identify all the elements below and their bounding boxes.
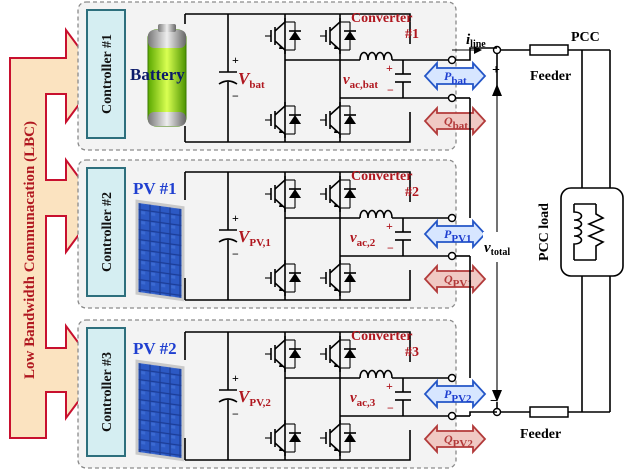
feeder-bottom-label: Feeder [520, 427, 561, 442]
terminal-1-b [447, 93, 457, 103]
pv-label-1: PV #1 [133, 179, 177, 198]
converter-1-number: #1 [405, 27, 419, 42]
feeder-bottom-impedance [529, 406, 569, 418]
igbt-2-1-upper [265, 176, 301, 212]
terminal-3-a [447, 373, 457, 383]
vdc-label-3: VPV,2 [238, 387, 271, 409]
igbt-2-1-lower [265, 260, 301, 296]
pcc-load-inductor [573, 204, 583, 260]
feeder-top: Feeder [497, 44, 610, 84]
vac-plus-2: + [386, 219, 393, 233]
controller-3-box [86, 327, 126, 457]
lbc-label: Low Bandwidth Communacation (LBC) [22, 121, 38, 379]
p-arrow-1: Pbat [423, 60, 487, 92]
q-arrow-3: QPV2 [423, 423, 487, 455]
terminal-3-b [447, 411, 457, 421]
battery-label: Battery [130, 65, 185, 84]
converter-2-number: #2 [405, 185, 419, 200]
controller-1-box [86, 9, 126, 139]
vac-minus-2: − [387, 241, 394, 255]
vtotal-label: vtotal [484, 240, 510, 258]
igbt-1-1-upper [265, 18, 301, 54]
pcc-load-box [560, 187, 624, 277]
vtotal-arrow-head-top [492, 84, 502, 96]
q-label-2: QPV1 [444, 272, 473, 290]
pv-label-2: PV #2 [133, 339, 177, 358]
pv-panel-icon-2 [135, 359, 185, 462]
bus-plus: + [492, 63, 500, 78]
vtotal-arrow-head-bottom [492, 390, 502, 402]
pcc-label: PCC [571, 30, 600, 45]
filter-inductor-3 [359, 369, 393, 379]
filter-inductor-1 [359, 51, 393, 61]
igbt-1-2-upper [320, 18, 356, 54]
p-label-2: PPV1 [444, 227, 472, 245]
bus-minus: − [490, 394, 498, 409]
controller-1-label: Controller #1 [100, 34, 115, 114]
converter-unit-2: Controller #2PV #1+−VPV,1+−vac,2Converte… [77, 159, 487, 309]
p-arrow-1-shape [423, 60, 487, 92]
converter-1-title: Converter [351, 11, 412, 26]
dc-cap-1-plus: + [232, 53, 239, 67]
q-label-3: QPV2 [444, 432, 473, 450]
vdc-label-2: VPV,1 [238, 227, 271, 249]
dc-cap-1-minus: − [232, 89, 239, 103]
vac-label-2: vac,2 [350, 230, 376, 249]
iline-label: iline [466, 32, 486, 50]
feeder-top-label: Feeder [530, 69, 571, 84]
controller-2-box [86, 167, 126, 297]
pcc-load-resistor [586, 204, 606, 260]
battery-icon [147, 24, 187, 127]
terminal-1-a [447, 55, 457, 65]
q-label-1: Qbat [444, 114, 468, 132]
igbt-3-1-lower [265, 420, 301, 456]
p-label-3: PPV2 [444, 387, 472, 405]
pv-panel-icon-1 [135, 199, 185, 302]
igbt-1-2-lower [320, 102, 356, 138]
output-bus: vtotal + − [483, 50, 513, 412]
converter-2-title: Converter [351, 169, 412, 184]
igbt-3-1-upper [265, 336, 301, 372]
converter-3-title: Converter [351, 329, 412, 344]
p-label-1: Pbat [444, 69, 467, 87]
igbt-2-2-upper [320, 176, 356, 212]
vac-plus-1: + [386, 61, 393, 75]
vac-label-1: vac,bat [343, 72, 378, 91]
feeder-bottom: Feeder [497, 406, 610, 442]
filter-inductor-2 [359, 209, 393, 219]
converter-3-number: #3 [405, 345, 419, 360]
p-arrow-3: PPV2 [423, 378, 487, 410]
igbt-2-2-lower [320, 260, 356, 296]
controller-3-label: Controller #3 [100, 352, 115, 432]
dc-cap-3-plus: + [232, 371, 239, 385]
igbt-1-1-lower [265, 102, 301, 138]
vac-minus-1: − [387, 83, 394, 97]
dc-cap-2-plus: + [232, 211, 239, 225]
vac-plus-3: + [386, 379, 393, 393]
pcc-load-label: PCC load [537, 203, 552, 261]
controller-2-label: Controller #2 [100, 192, 115, 272]
terminal-2-b [447, 251, 457, 261]
vac-label-3: vac,3 [350, 390, 376, 409]
dc-cap-3-minus: − [232, 407, 239, 421]
p-arrow-3-shape [423, 378, 487, 410]
converter-unit-3: Controller #3PV #2+−VPV,2+−vac,3Converte… [77, 319, 487, 469]
q-arrow-3-shape [423, 423, 487, 455]
terminal-2-a [447, 213, 457, 223]
igbt-3-2-lower [320, 420, 356, 456]
vac-minus-3: − [387, 401, 394, 415]
pcc-load: PCC load [537, 50, 624, 412]
vdc-label-1: Vbat [238, 69, 265, 91]
feeder-top-impedance [529, 44, 569, 56]
dc-cap-2-minus: − [232, 247, 239, 261]
p-arrow-2: PPV1 [423, 218, 487, 250]
igbt-3-2-upper [320, 336, 356, 372]
